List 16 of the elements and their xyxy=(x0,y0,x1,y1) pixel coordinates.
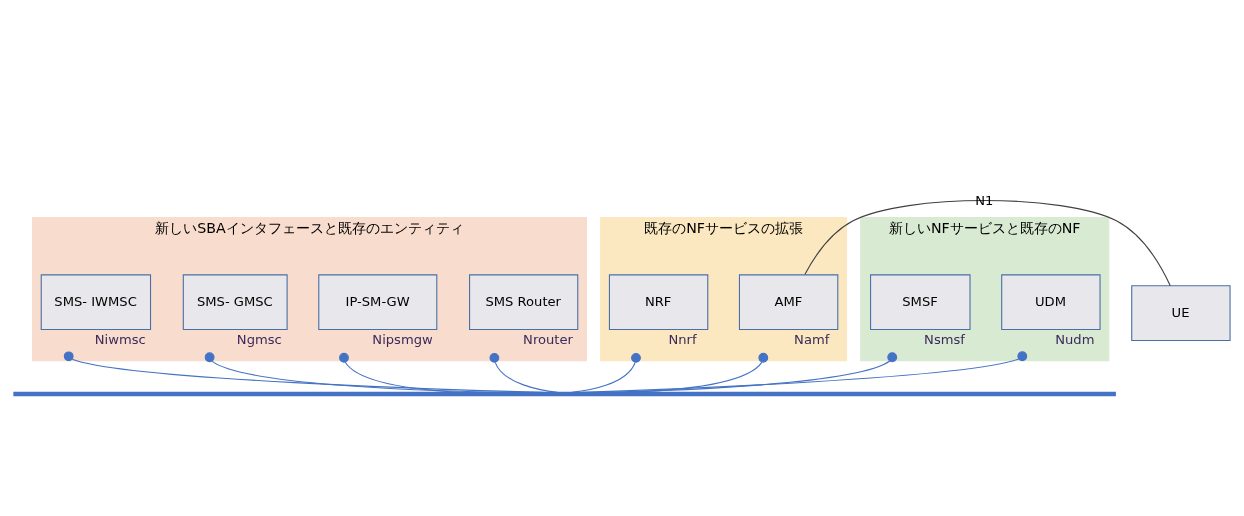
node-label: Nipsmgw xyxy=(372,331,433,347)
node-label: Nrouter xyxy=(523,331,573,347)
node-label: Niwmsc xyxy=(94,331,146,347)
connector xyxy=(489,352,559,393)
connector xyxy=(63,350,544,393)
connector xyxy=(571,352,641,393)
node-label: Nudm xyxy=(1055,331,1095,347)
node-label: Namf xyxy=(794,331,830,347)
node-label: Nnrf xyxy=(668,331,697,347)
node-label: Nsmsf xyxy=(924,331,965,347)
connector xyxy=(804,199,1171,286)
connector xyxy=(581,350,1028,393)
connector xyxy=(628,352,769,393)
node-label: Ngmsc xyxy=(236,331,282,347)
connector xyxy=(339,352,460,393)
node-bar xyxy=(13,391,1116,396)
